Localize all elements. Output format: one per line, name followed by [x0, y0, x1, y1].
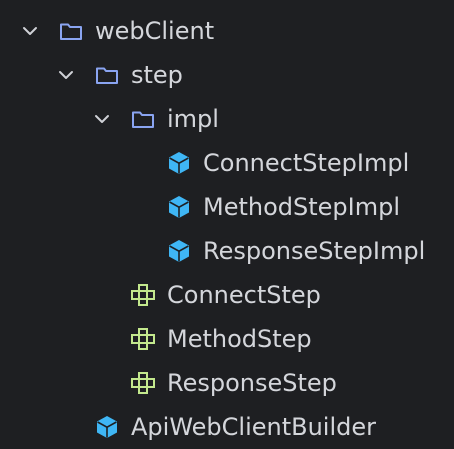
tree-node-label: webClient — [95, 17, 215, 45]
tree-node-label: ResponseStep — [167, 369, 337, 397]
tree-node-webclient[interactable]: webClient — [0, 9, 454, 53]
tree-node-responsestepimpl[interactable]: ResponseStepImpl — [0, 229, 454, 273]
class-icon — [94, 414, 120, 440]
class-icon — [166, 194, 192, 220]
tree-node-responsestep[interactable]: ResponseStep — [0, 361, 454, 405]
folder-icon — [94, 62, 120, 88]
folder-icon — [130, 106, 156, 132]
class-icon — [166, 238, 192, 264]
chevron-down-icon[interactable] — [92, 109, 112, 129]
tree-node-impl[interactable]: impl — [0, 97, 454, 141]
chevron-down-icon[interactable] — [20, 21, 40, 41]
tree-node-label: ResponseStepImpl — [203, 237, 426, 265]
tree-node-label: ApiWebClientBuilder — [131, 413, 377, 441]
tree-node-label: ConnectStepImpl — [203, 149, 410, 177]
tree-node-connectstepimpl[interactable]: ConnectStepImpl — [0, 141, 454, 185]
chevron-down-icon[interactable] — [56, 65, 76, 85]
tree-node-label: MethodStepImpl — [203, 193, 401, 221]
folder-icon — [58, 18, 84, 44]
interface-icon — [130, 282, 156, 308]
tree-node-apiwebclientbuilder[interactable]: ApiWebClientBuilder — [0, 405, 454, 449]
tree-node-step[interactable]: step — [0, 53, 454, 97]
tree-node-label: impl — [167, 105, 219, 133]
tree-node-label: step — [131, 61, 183, 89]
tree-node-methodstepimpl[interactable]: MethodStepImpl — [0, 185, 454, 229]
tree-node-methodstep[interactable]: MethodStep — [0, 317, 454, 361]
interface-icon — [130, 326, 156, 352]
tree-node-connectstep[interactable]: ConnectStep — [0, 273, 454, 317]
tree-node-label: MethodStep — [167, 325, 312, 353]
class-icon — [166, 150, 192, 176]
interface-icon — [130, 370, 156, 396]
tree-node-label: ConnectStep — [167, 281, 321, 309]
